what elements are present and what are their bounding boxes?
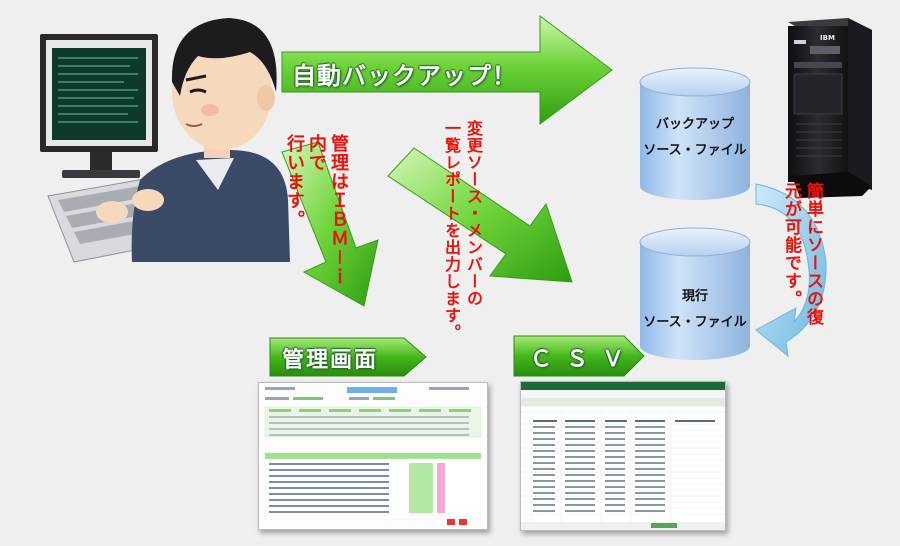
auto-backup-label: 自動バックアップ！ <box>292 62 517 90</box>
report-arrow <box>387 147 573 283</box>
ibm-logo: IBM <box>820 34 835 42</box>
backup-db-icon <box>639 67 751 200</box>
monitor-icon <box>40 34 158 178</box>
csv-spreadsheet-thumbnail <box>520 381 726 531</box>
easy-restore-note: 簡単にソースの復 元が可能です。 <box>781 182 823 326</box>
management-screen-label: 管理画面 <box>282 348 379 373</box>
person-icon <box>96 18 290 262</box>
management-arrow <box>281 141 379 307</box>
management-screen-thumbnail <box>258 382 488 530</box>
changed-members-report-note: 変更ソース・メンバーの 一覧レポートを出力します。 <box>442 120 483 341</box>
auto-backup-arrow <box>281 15 613 125</box>
csv-label: ＣＳＶ <box>530 347 639 372</box>
csv-banner <box>513 335 645 377</box>
current-source-file-label: 現行 ソース・ファイル <box>643 289 747 330</box>
managed-in-ibm-i-note: 管理はＩＢＭ－ｉ内で 行います。 <box>284 134 349 286</box>
management-screen-banner <box>269 337 427 377</box>
restore-curved-arrow <box>755 183 827 358</box>
current-db-icon <box>639 227 751 360</box>
backup-source-file-label: バックアップ ソース・ファイル <box>643 117 747 158</box>
ibm-server-icon <box>788 18 872 198</box>
